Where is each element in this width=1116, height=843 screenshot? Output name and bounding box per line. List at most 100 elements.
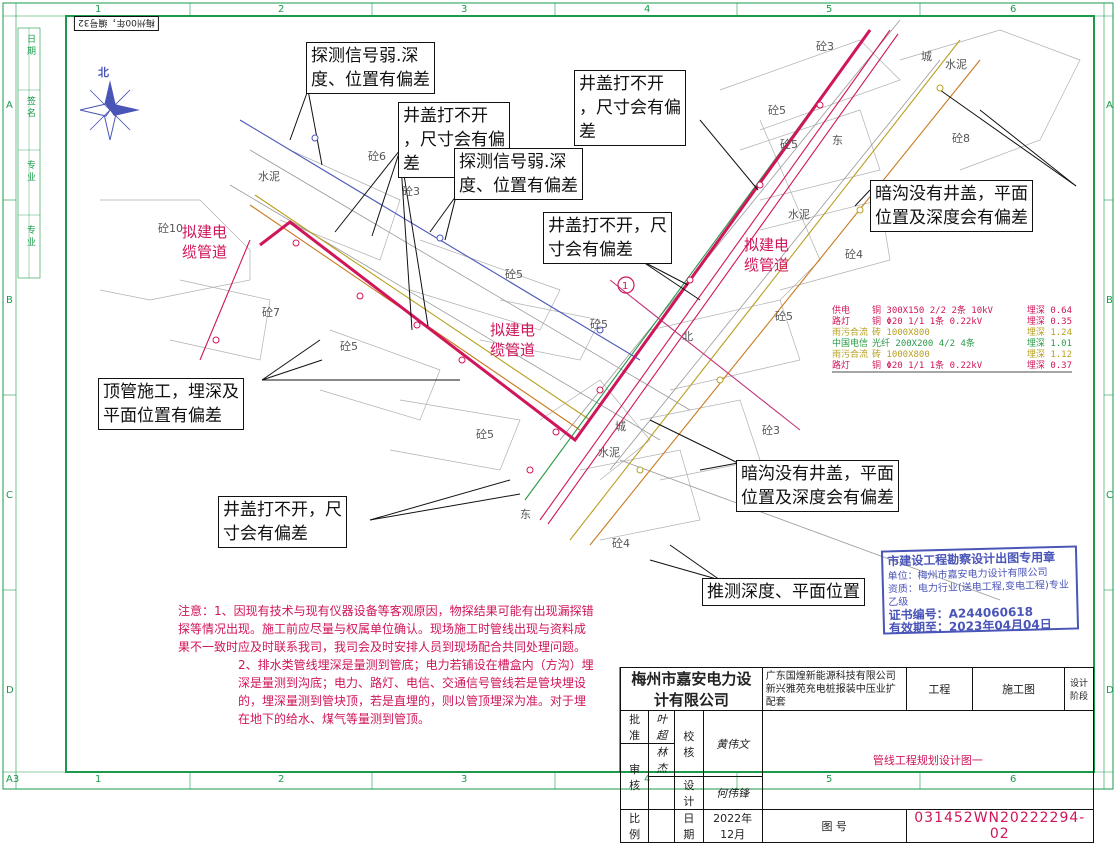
drawing-title: 管线工程规划设计图一	[761, 710, 1095, 810]
road-label: 城	[921, 50, 932, 63]
design-stage-label: 设计阶段	[1064, 667, 1094, 711]
road-label: 北	[682, 330, 693, 343]
grid-col-5: 5	[826, 4, 833, 15]
title-block: 梅州市嘉安电力设计有限公司 广东国煌新能源科技有限公司新兴雅苑充电桩报装中压业扩…	[619, 667, 1095, 843]
margin-label-major-2: 专 业	[25, 225, 35, 246]
sheet-border	[2, 2, 1114, 790]
date-value: 2022年12月	[702, 809, 763, 843]
callout-weak-signal-2: 探测信号弱.深 度、位置有偏差	[454, 148, 583, 200]
building-label: 砼5	[768, 104, 786, 117]
grid-col-2: 2	[278, 4, 285, 15]
callout-manhole-closed-3: 井盖打不开，尺 寸会有偏差	[543, 212, 672, 264]
section-marker-label: 1	[622, 281, 628, 292]
grid-row-b-right: B	[1106, 295, 1113, 306]
callout-open-ditch-1: 暗沟没有井盖，平面 位置及深度会有偏差	[870, 180, 1033, 232]
grid-col-2-bottom: 2	[278, 774, 285, 785]
building-label: 砼5	[476, 428, 494, 441]
project-suffix: 工程	[905, 667, 974, 711]
road-label: 水泥	[598, 446, 620, 459]
existing-power-line-a	[539, 29, 891, 521]
date-label: 日 期	[674, 809, 704, 843]
road-label: 东	[520, 508, 531, 521]
grid-row-b: B	[6, 295, 13, 306]
building-label: 砼3	[762, 424, 780, 437]
grid-col-1-bottom: 1	[95, 774, 102, 785]
grid-col-6: 6	[1010, 4, 1017, 15]
manhole-markers	[212, 84, 944, 474]
grid-col-3-bottom: 3	[461, 774, 468, 785]
building-label: 砼5	[780, 138, 798, 151]
building-label: 砼5	[340, 340, 358, 353]
section-marker	[617, 276, 635, 294]
note-2: 2、排水类管线埋深是量测到管底；电力若铺设在槽盒内（方沟）埋深是量测到沟底；电力…	[238, 658, 594, 726]
note-1: 注意：1、因现有技术与现有仪器设备等客观原因，物探结果可能有出现漏探错探等情况出…	[178, 604, 594, 654]
drawing-notes: 注意：1、因现有技术与现有仪器设备等客观原因，物探结果可能有出现漏探错探等情况出…	[178, 602, 596, 728]
review-label: 审 核	[619, 743, 650, 810]
approve-label: 批 准	[619, 710, 650, 744]
design-stage: 施工图	[972, 667, 1065, 711]
margin-label-major-1: 专 业	[25, 160, 35, 181]
building-label: 砼3	[402, 185, 420, 198]
grid-col-4: 4	[644, 4, 651, 15]
project-name: 广东国煌新能源科技有限公司新兴雅苑充电桩报装中压业扩配套	[761, 667, 907, 711]
road-label: 水泥	[945, 58, 967, 71]
grid-row-d: D	[6, 685, 14, 696]
proposed-duct-label-3: 拟建电 缆管道	[744, 236, 790, 274]
existing-sewer-line	[254, 194, 591, 421]
north-arrow	[79, 80, 140, 141]
approve-signature-2: 林杰	[648, 743, 676, 777]
check-label: 校 核	[674, 710, 704, 777]
building-label: 砼5	[775, 310, 793, 323]
building-label: 砼3	[816, 40, 834, 53]
callout-open-ditch-2: 暗沟没有井盖，平面 位置及深度会有偏差	[736, 460, 899, 512]
building-label: 砼6	[368, 150, 386, 163]
sheet-tag: 梅州00年，编号32	[74, 16, 159, 31]
road-label: 水泥	[258, 170, 280, 183]
design-label: 设 计	[674, 776, 704, 810]
legend-row: 中国电信光纤 200X200 4/2 4条埋深 1.01	[832, 339, 1072, 349]
proposed-duct-label-2: 拟建电 缆管道	[490, 321, 536, 359]
scale-label: 比 例	[619, 809, 650, 843]
proposed-cable-duct	[259, 29, 872, 443]
building-label: 砼5	[505, 268, 523, 281]
grid-row-a-right: A	[1106, 100, 1113, 111]
margin-label-date: 日 期	[25, 34, 35, 55]
grid-row-c-right: C	[1106, 490, 1113, 501]
road-edges	[229, 19, 1001, 601]
grid-col-3: 3	[461, 4, 468, 15]
building-label: 砼4	[612, 537, 630, 550]
existing-power-branch	[199, 239, 251, 361]
design-seal-stamp: 市建设工程勘察设计出图专用章 单位：梅州市嘉安电力设计有限公司 资质：电力行业(…	[880, 545, 1080, 635]
scale-value	[648, 809, 676, 843]
building-label: 砼10	[158, 222, 183, 235]
proposed-duct-label-1: 拟建电 缆管道	[182, 223, 228, 261]
callout-weak-signal-1: 探测信号弱.深 度、位置有偏差	[306, 42, 435, 94]
grid-row-a: A	[6, 100, 13, 111]
drawing-number: 031452WN20222294-02	[905, 809, 1095, 843]
existing-sewer-line-east	[569, 39, 961, 541]
building-label: 砼4	[845, 248, 863, 261]
existing-power-line-b	[547, 33, 899, 525]
margin-label-sign: 签 名	[25, 96, 35, 117]
road-label: 城	[615, 420, 626, 433]
building-label: 砼7	[262, 306, 280, 319]
grid-col-1: 1	[95, 4, 102, 15]
review-signature	[648, 776, 676, 810]
grid-row-c: C	[6, 490, 13, 501]
existing-streetlight-line-east	[589, 59, 981, 546]
designer-company: 梅州市嘉安电力设计有限公司	[620, 667, 763, 711]
road-label: 水泥	[788, 208, 810, 221]
north-label: 北	[98, 66, 109, 79]
callout-manhole-closed-4: 井盖打不开，尺 寸会有偏差	[218, 496, 347, 548]
building-label: 砼8	[952, 132, 970, 145]
callout-inferred-position: 推测深度、平面位置	[702, 578, 865, 606]
design-signature: 何伟锋	[702, 776, 763, 810]
section-line	[609, 279, 801, 431]
grid-row-d-right: D	[1106, 685, 1114, 696]
